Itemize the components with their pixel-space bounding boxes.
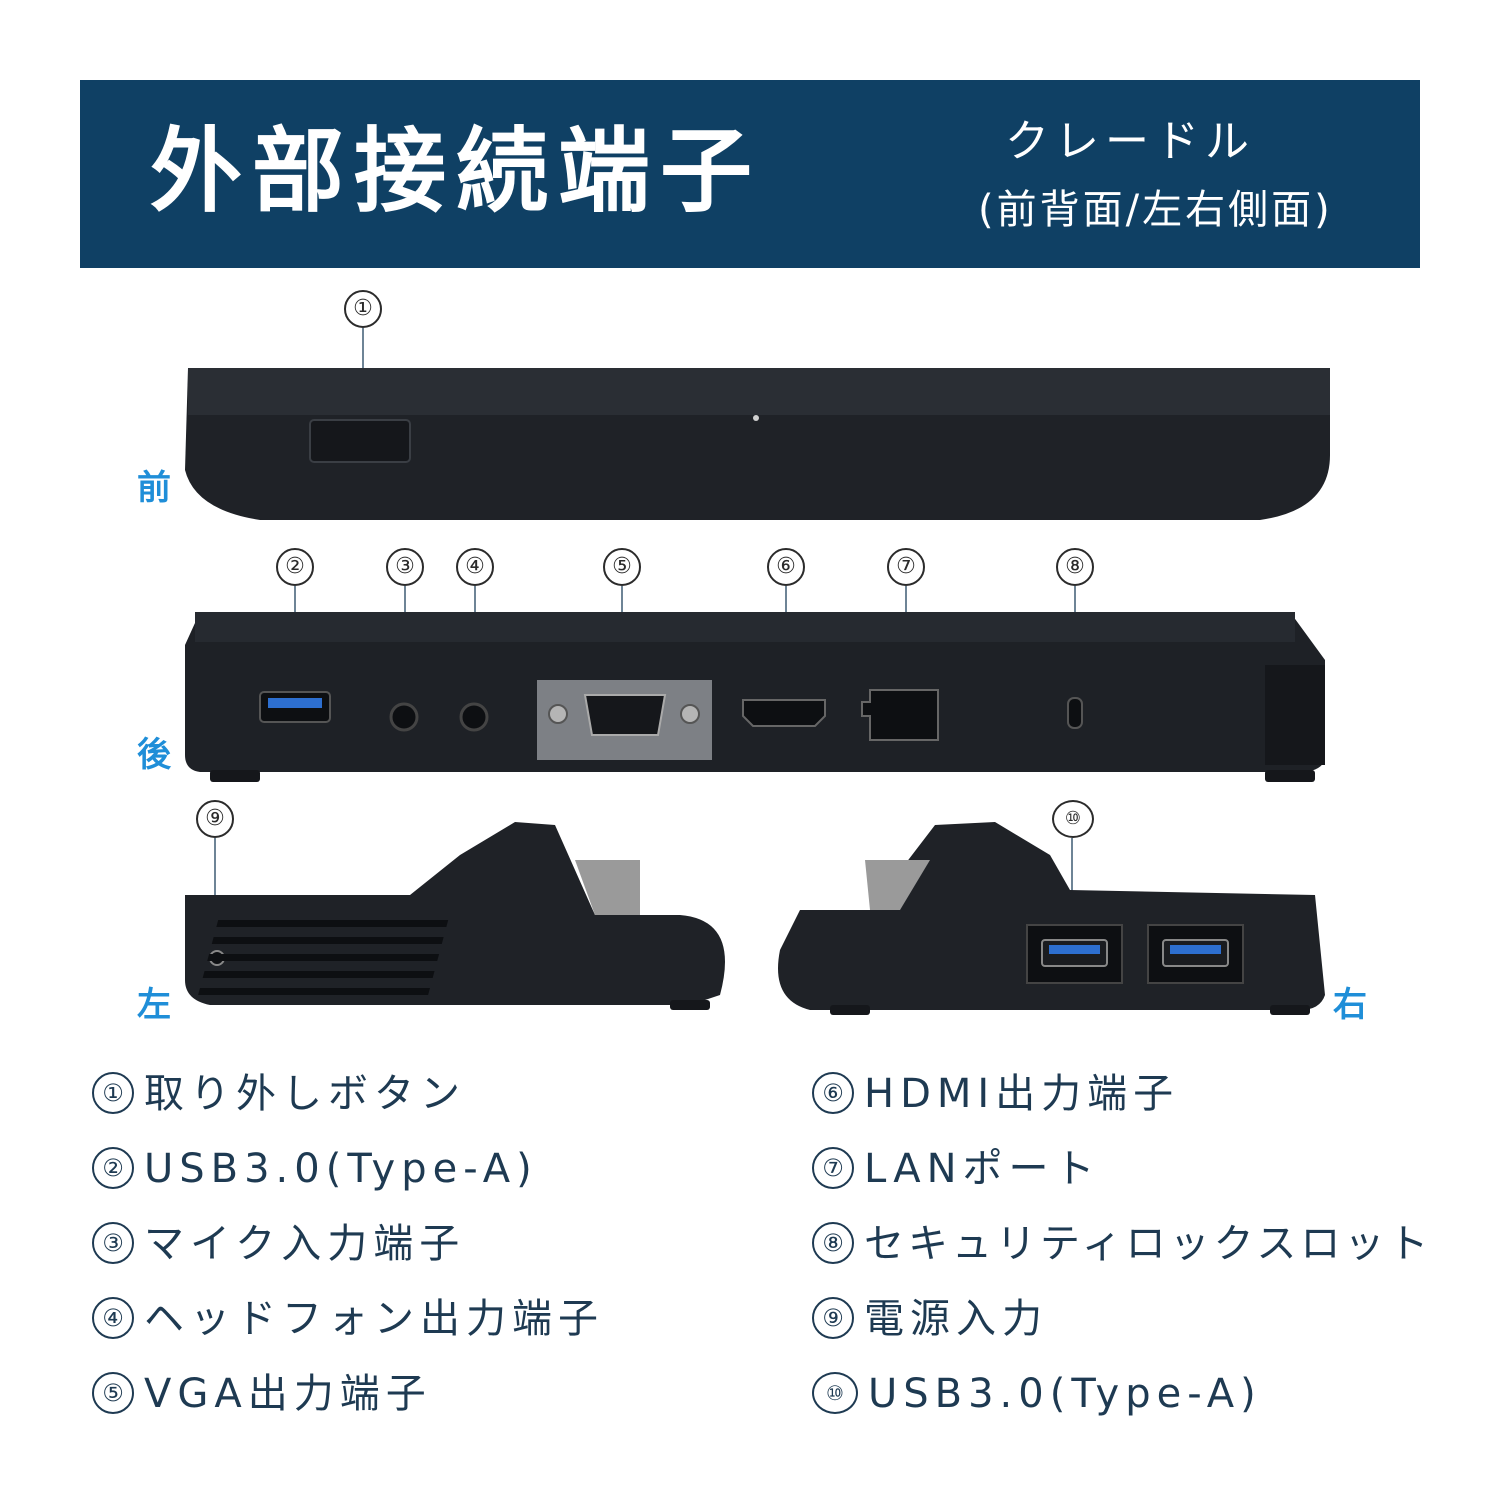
status-led — [753, 415, 759, 421]
legend-number: ② — [92, 1147, 134, 1189]
cradle-right-view — [778, 822, 1325, 1015]
vga-port — [583, 694, 667, 736]
callout-4: ④ — [456, 548, 494, 586]
cradle-left-view — [185, 822, 725, 1010]
page-title: 外部接続端子 — [150, 118, 763, 225]
legend-label: セキュリティロックスロット — [864, 1221, 1433, 1267]
legend-label: 取り外しボタン — [144, 1071, 466, 1117]
security-lock-slot — [1067, 697, 1083, 729]
legend-number: ⑧ — [812, 1222, 854, 1264]
legend-number: ⑨ — [812, 1297, 854, 1339]
legend-number: ① — [92, 1072, 134, 1114]
view-label-front: 前 — [137, 468, 171, 508]
legend-number: ④ — [92, 1297, 134, 1339]
legend-label: LANポート — [864, 1146, 1101, 1192]
legend-label: ヘッドフォン出力端子 — [144, 1296, 604, 1342]
callout-6: ⑥ — [767, 548, 805, 586]
legend-number: ⑩ — [812, 1372, 858, 1414]
callout-1: ① — [344, 290, 382, 328]
legend-number: ③ — [92, 1222, 134, 1264]
headphone-jack — [459, 702, 489, 732]
legend-number: ⑦ — [812, 1147, 854, 1189]
callout-9: ⑨ — [196, 800, 234, 838]
callout-5: ⑤ — [603, 548, 641, 586]
legend-label: VGA出力端子 — [144, 1371, 432, 1417]
mic-jack — [389, 702, 419, 732]
callout-3: ③ — [386, 548, 424, 586]
view-label-left: 左 — [137, 985, 171, 1025]
page-subtitle-line1: クレードル — [1005, 116, 1255, 167]
release-button — [309, 419, 411, 463]
cradle-front-view — [185, 368, 1330, 520]
callout-2: ② — [276, 548, 314, 586]
legend-number: ⑤ — [92, 1372, 134, 1414]
legend-label: USB3.0(Type-A) — [144, 1146, 538, 1192]
legend-label: マイク入力端子 — [144, 1221, 466, 1267]
legend-label: HDMI出力端子 — [864, 1071, 1180, 1117]
legend-label: 電源入力 — [864, 1296, 1048, 1342]
view-label-back: 後 — [137, 735, 171, 775]
header-banner: 外部接続端子 クレードル (前背面/左右側面) — [80, 80, 1420, 268]
callout-10: ⑩ — [1052, 800, 1094, 838]
lan-port — [861, 689, 939, 741]
cradle-back-view — [185, 612, 1325, 782]
callout-7: ⑦ — [887, 548, 925, 586]
view-label-right: 右 — [1333, 985, 1367, 1025]
page-subtitle-line2: (前背面/左右側面) — [978, 187, 1333, 233]
callout-8: ⑧ — [1056, 548, 1094, 586]
legend-label: USB3.0(Type-A) — [868, 1371, 1262, 1417]
legend-number: ⑥ — [812, 1072, 854, 1114]
hdmi-port — [742, 699, 826, 727]
